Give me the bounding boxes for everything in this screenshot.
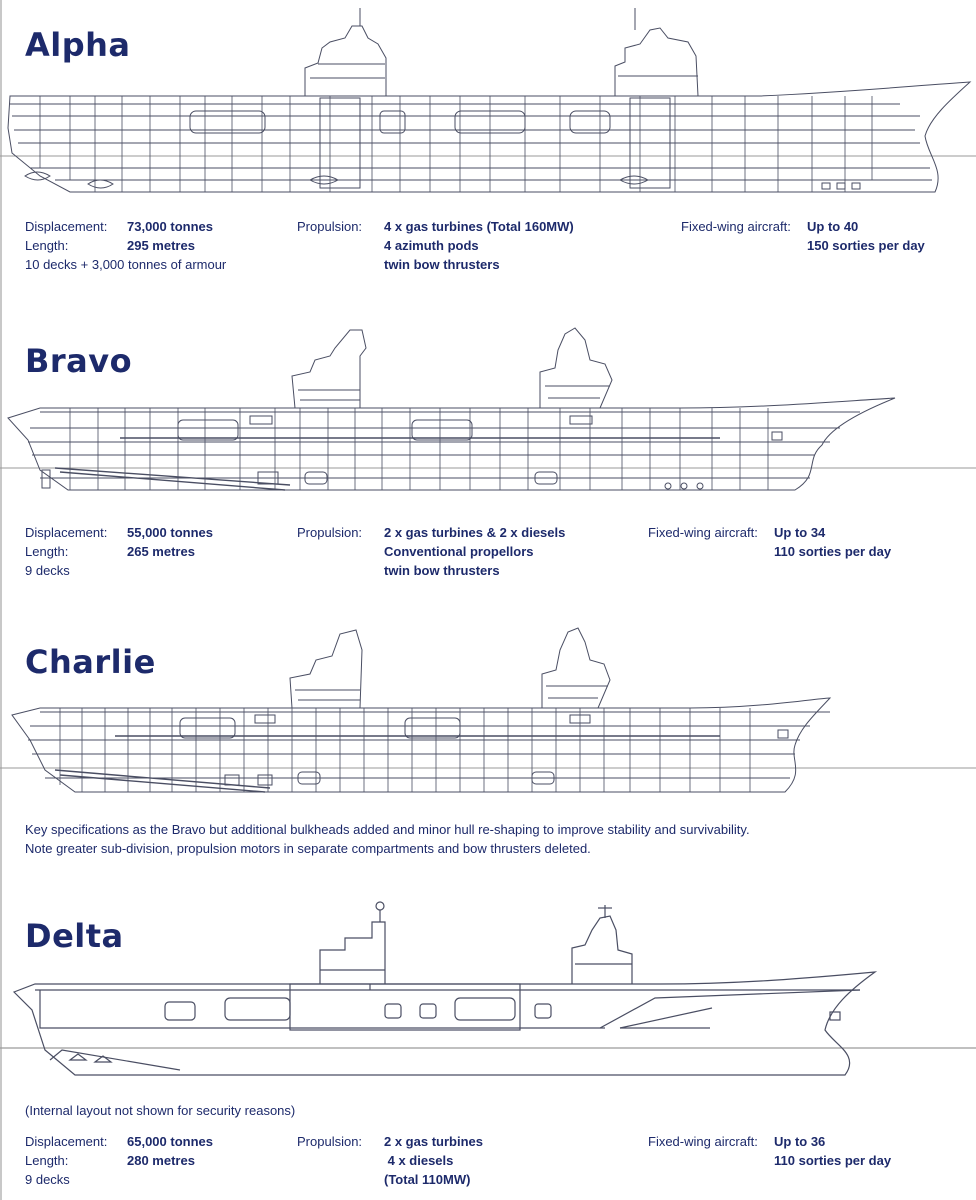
delta-aircraft-label: Fixed-wing aircraft: [648, 1134, 758, 1149]
alpha-extra: 10 decks + 3,000 tonnes of armour [25, 257, 227, 272]
ship-drawing-charlie [0, 627, 976, 793]
delta-aircraft-line-2: 110 sorties per day [774, 1153, 892, 1168]
delta-length-label: Length: [25, 1153, 69, 1168]
alpha-aircraft-line-2: 150 sorties per day [807, 238, 925, 253]
alpha-displacement-label: Displacement: [25, 219, 108, 234]
delta-aircraft-line-1: Up to 36 [774, 1134, 826, 1149]
bravo-length-value: 265 metres [127, 544, 195, 559]
delta-propulsion-line-2: 4 x diesels [384, 1153, 454, 1168]
bravo-displacement-value: 55,000 tonnes [127, 525, 213, 540]
alpha-aircraft-line-1: Up to 40 [807, 219, 859, 234]
bravo-aircraft-line-1: Up to 34 [774, 525, 826, 540]
bravo-aircraft-line-2: 110 sorties per day [774, 544, 892, 559]
alpha-propulsion-line-2: 4 azimuth pods [384, 238, 479, 253]
delta-security-note: (Internal layout not shown for security … [25, 1103, 296, 1118]
page-left-border [0, 0, 2, 1200]
delta-propulsion-line-3: (Total 110MW) [384, 1172, 471, 1187]
bravo-propulsion-line-2: Conventional propellors [384, 544, 534, 559]
delta-propulsion-label: Propulsion: [297, 1134, 363, 1149]
charlie-note-line-1: Key specifications as the Bravo but addi… [25, 822, 750, 837]
alpha-aircraft-label: Fixed-wing aircraft: [681, 219, 791, 234]
ship-title-bravo: Bravo [25, 342, 133, 380]
delta-displacement-value: 65,000 tonnes [127, 1134, 213, 1149]
bravo-length-label: Length: [25, 544, 69, 559]
alpha-propulsion-label: Propulsion: [297, 219, 363, 234]
ship-drawing-alpha [0, 8, 976, 193]
ship-drawing-delta [0, 901, 976, 1076]
bravo-propulsion-line-3: twin bow thrusters [384, 563, 500, 578]
delta-extra: 9 decks [25, 1172, 70, 1187]
delta-length-value: 280 metres [127, 1153, 195, 1168]
alpha-propulsion-line-3: twin bow thrusters [384, 257, 500, 272]
bravo-propulsion-line-1: 2 x gas turbines & 2 x diesels [384, 525, 566, 540]
charlie-note-line-2: Note greater sub-division, propulsion mo… [25, 841, 591, 856]
delta-displacement-label: Displacement: [25, 1134, 108, 1149]
alpha-displacement-value: 73,000 tonnes [127, 219, 213, 234]
delta-propulsion-line-1: 2 x gas turbines [384, 1134, 483, 1149]
ship-title-alpha: Alpha [25, 26, 131, 64]
bravo-displacement-label: Displacement: [25, 525, 108, 540]
alpha-length-label: Length: [25, 238, 69, 253]
bravo-propulsion-label: Propulsion: [297, 525, 363, 540]
alpha-length-value: 295 metres [127, 238, 195, 253]
bravo-aircraft-label: Fixed-wing aircraft: [648, 525, 758, 540]
ship-title-delta: Delta [25, 917, 124, 955]
bravo-extra: 9 decks [25, 563, 70, 578]
alpha-propulsion-line-1: 4 x gas turbines (Total 160MW) [384, 219, 574, 234]
ship-drawing-bravo [0, 327, 976, 491]
ship-title-charlie: Charlie [25, 643, 156, 681]
